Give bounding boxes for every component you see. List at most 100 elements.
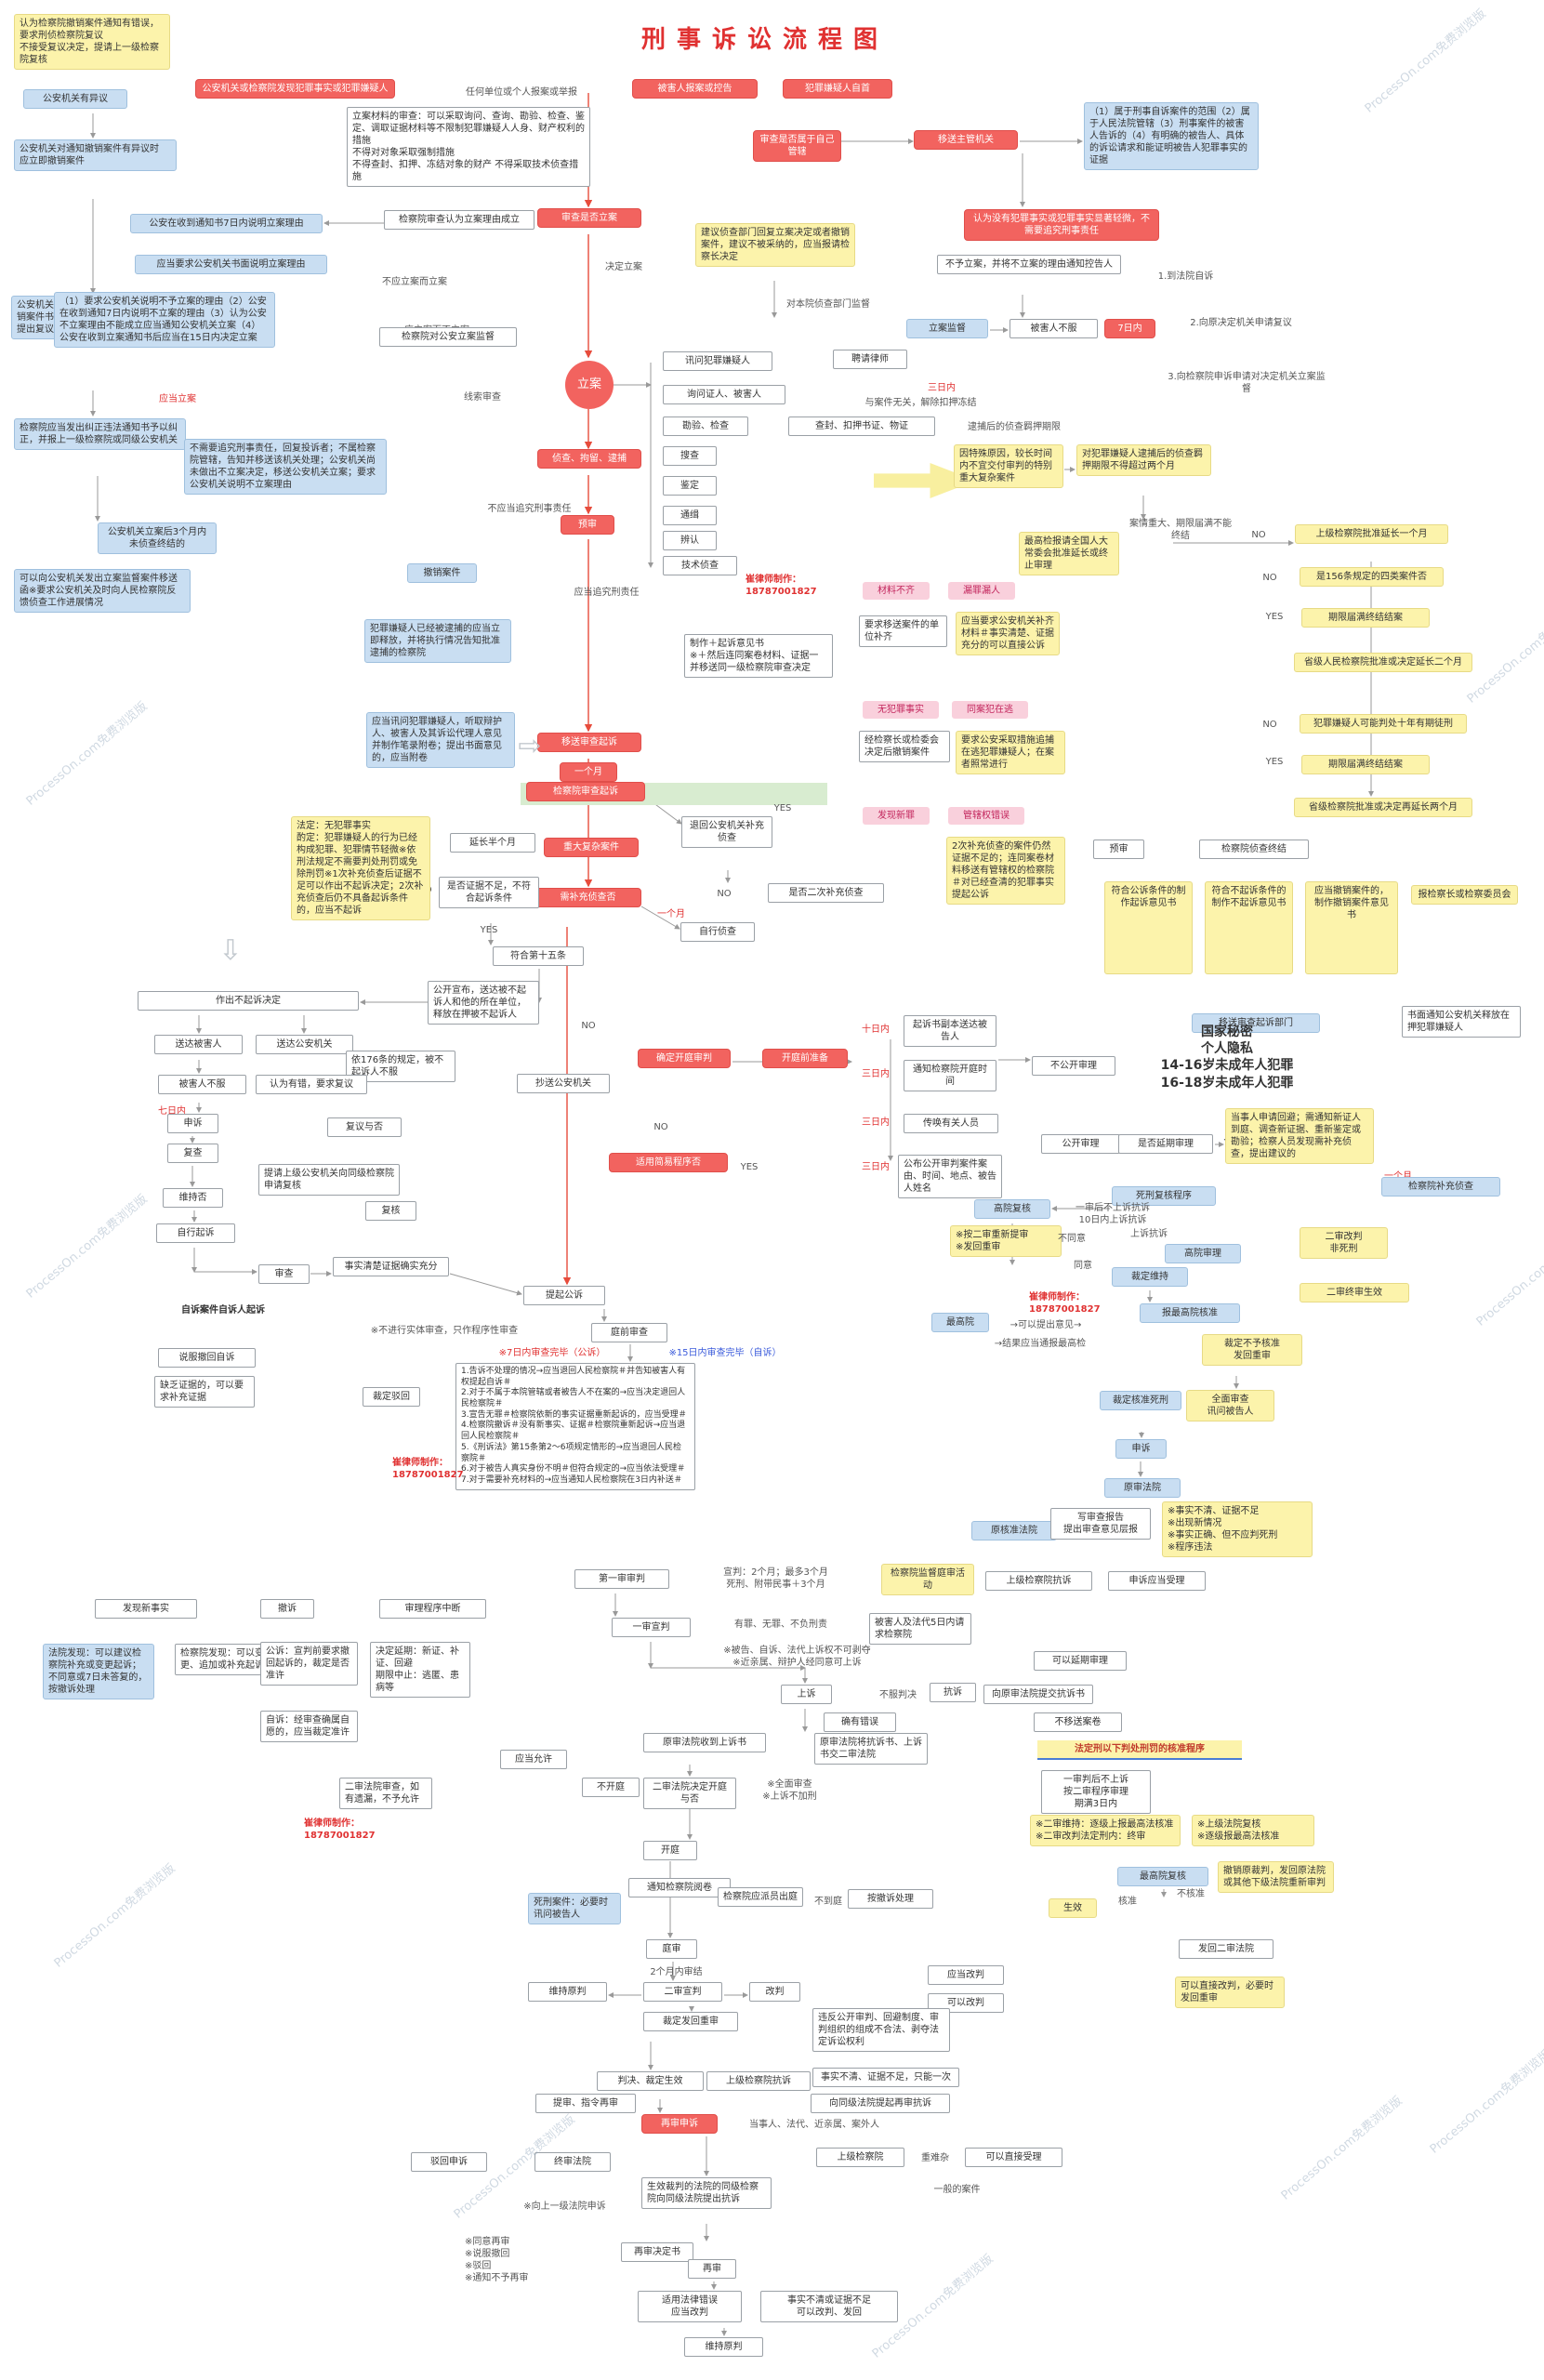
flow-node: 书面通知公安机关释放在押犯罪嫌疑人	[1402, 1006, 1521, 1038]
flow-node: 报检察长或检察委员会	[1411, 885, 1518, 905]
flow-node: 开庭	[643, 1841, 697, 1860]
flow-node: 2次补充侦查的案件仍然证据不足的；连同案卷材料移送有管辖权的检察院＃对已经查清的…	[946, 837, 1065, 905]
flow-node: 开庭前准备	[762, 1049, 848, 1068]
flow-label: 当事人、法代、近亲属、案外人	[749, 2120, 879, 2130]
flow-node: 二审终审生效	[1300, 1283, 1409, 1302]
flow-label: 3.向检察院申诉申请对决定机关立案监督	[1168, 372, 1326, 394]
flow-node: 确定开庭审判	[638, 1049, 731, 1068]
flow-node: 勘验、检查	[663, 416, 748, 436]
watermark: ProcessOn.com免费浏览版	[23, 699, 151, 809]
flow-label: 三日内	[862, 1117, 890, 1128]
flow-node: 报最高院核准	[1140, 1303, 1240, 1323]
flow-node: 可以直接改判，必要时发回重审	[1175, 1977, 1285, 2008]
flow-node: 应当撤销案件的，制作撤销案件意见书	[1305, 881, 1398, 974]
flow-node: 被害人及法代5日内请求检察院	[869, 1613, 971, 1645]
flow-label: ※全面审查 ※上诉不加刑	[762, 1779, 817, 1802]
flow-node: 适用简易程序否	[609, 1153, 728, 1172]
flow-node: 全面审查 讯问被告人	[1186, 1390, 1274, 1421]
flow-node: ※二审维持：逐级上报最高法核准 ※二审改判法定刑内：终审	[1030, 1815, 1181, 1846]
flow-node: 期限届满终结结案	[1301, 755, 1430, 774]
flow-node: 移送主管机关	[914, 130, 1018, 150]
flow-label: 1.到法院自诉	[1157, 271, 1214, 282]
flow-node: 维持原判	[684, 2337, 763, 2357]
flow-node: 辨认	[663, 531, 717, 550]
flow-node: 裁定不予核准 发回重审	[1202, 1334, 1302, 1366]
flow-label: →结果应当通报最高检	[994, 1339, 1087, 1349]
flow-node: 可以直接受理	[965, 2148, 1062, 2167]
flow-node: 公开审理	[1041, 1134, 1120, 1154]
flow-node: 法院发现：可以建议检察院补充或变更起诉；不同意或7日未答复的，按撤诉处理	[43, 1644, 154, 1699]
flow-label: 与案件无关，解除扣押冻结	[864, 398, 977, 408]
flow-label: YES	[480, 925, 498, 935]
flow-node: 犯罪嫌疑人自首	[783, 79, 892, 99]
flow-node: 是156条规定的四类案件否	[1300, 567, 1444, 587]
flow-label: 十日内	[862, 1025, 890, 1035]
flow-label: 核准	[1118, 1897, 1137, 1907]
flow-label: 国家秘密 个人隐私 14-16岁未成年人犯罪 16-18岁未成年人犯罪	[1160, 1025, 1294, 1091]
flow-node: 向原审法院提交抗诉书	[983, 1685, 1093, 1704]
flow-node: 被害人报案或控告	[632, 79, 758, 99]
flow-node: 复查	[167, 1144, 218, 1163]
flow-node: 自行侦查	[680, 922, 755, 942]
flow-node: 查封、扣押书证、物证	[788, 416, 935, 436]
flow-node: 第一审审判	[574, 1569, 669, 1589]
flow-label: ※不进行实体审查，只作程序性审查	[370, 1326, 519, 1336]
flow-node: 庭审	[646, 1939, 697, 1959]
flow-node: 检察院监督庭审活动	[881, 1564, 974, 1595]
flow-node: 立案	[565, 361, 614, 409]
flow-label: 一个月	[657, 909, 685, 919]
flow-label: ※7日内审查完毕（公诉）	[498, 1348, 606, 1358]
flow-node: 提请上级公安机关向同级检察院申请复核	[258, 1164, 400, 1196]
flow-node: 申诉应当受理	[1108, 1571, 1206, 1591]
flow-node: 不开庭	[582, 1778, 640, 1797]
flow-label: NO	[1251, 530, 1266, 540]
flow-label: 自诉案件自诉人起诉	[181, 1305, 265, 1316]
flow-node: 写审查报告 提出审查意见层报	[1050, 1508, 1151, 1540]
flow-node: 送达公安机关	[256, 1035, 353, 1054]
flow-node: 最高院	[931, 1313, 989, 1332]
flow-label: 一个月	[1376, 1170, 1420, 1183]
flow-node: 生效	[1049, 1898, 1097, 1918]
flow-label: 不应当追究刑事责任	[487, 504, 572, 514]
flow-node: 作出不起诉决定	[138, 991, 359, 1011]
flow-node: 应当允许	[500, 1750, 567, 1769]
flow-node: 复核	[365, 1201, 416, 1221]
flow-node: 向同级法院提起再审抗诉	[811, 2094, 950, 2113]
flow-node: （1）要求公安机关说明不予立案的理由（2）公安在收到通知7日内说明不立案的理由（…	[54, 292, 275, 348]
flow-label: 2个月内审结	[650, 1967, 703, 1977]
flow-node: 抄送公安机关	[517, 1074, 610, 1093]
flow-label: 应当立案	[159, 394, 196, 404]
flow-node: 退回公安机关补充侦查	[681, 816, 772, 848]
flow-label: 任何单位或个人报案或举报	[466, 87, 577, 98]
flow-label: YES	[773, 803, 792, 813]
flow-node: 不移送案卷	[1034, 1712, 1122, 1732]
flow-node: 终审法院	[534, 2152, 611, 2172]
watermark: ProcessOn.com免费浏览版	[1464, 597, 1544, 707]
flow-node: 重大复杂案件	[544, 838, 639, 857]
flow-node: 搜查	[663, 446, 717, 466]
flow-node: 原审法院将抗诉书、上诉书交二审法院	[814, 1733, 928, 1765]
flow-node: 送达被害人	[154, 1035, 243, 1054]
flow-node: 省级检察院批准或决定再延长两个月	[1294, 798, 1472, 817]
flow-label: 上诉抗诉	[1130, 1229, 1168, 1239]
flow-label: 崔律师制作： 18787001827	[304, 1818, 376, 1841]
flow-label: 七日内	[158, 1106, 186, 1117]
flow-node: 判决、裁定生效	[597, 2071, 704, 2091]
flow-label: 三日内	[928, 383, 956, 393]
flow-label: 案情重大、期限届满不能终结	[1129, 519, 1232, 541]
flow-label: 一般的案件	[933, 2185, 981, 2195]
flow-node: 建议侦查部门回复立案决定或者撤销案件，建议不被采纳的，应当报请检察长决定	[695, 223, 855, 267]
flow-node: 应当讯问犯罪嫌疑人，听取辩护人、被害人及其诉讼代理人意见并制作笔录附卷；提出书面…	[366, 712, 515, 768]
flow-node: 维持否	[163, 1188, 223, 1208]
flow-label: NO	[1262, 720, 1277, 730]
flow-node: 不予立案，并将不立案的理由通知控告人	[937, 255, 1121, 274]
flow-node: 申诉	[1115, 1439, 1167, 1459]
flow-node: 驳回申诉	[411, 2152, 487, 2172]
flow-node: 是否二次补充侦查	[768, 883, 884, 903]
flow-node: 无犯罪事实	[863, 701, 939, 719]
flow-node: 上级检察院抗诉	[985, 1571, 1092, 1591]
flow-label: ⇩	[218, 934, 243, 967]
flow-node: 庭前审查	[591, 1323, 667, 1342]
flow-node: 公布公开审判案件案由、时间、地点、被告人姓名	[898, 1155, 1002, 1198]
flow-node: 讯问犯罪嫌疑人	[663, 351, 772, 371]
